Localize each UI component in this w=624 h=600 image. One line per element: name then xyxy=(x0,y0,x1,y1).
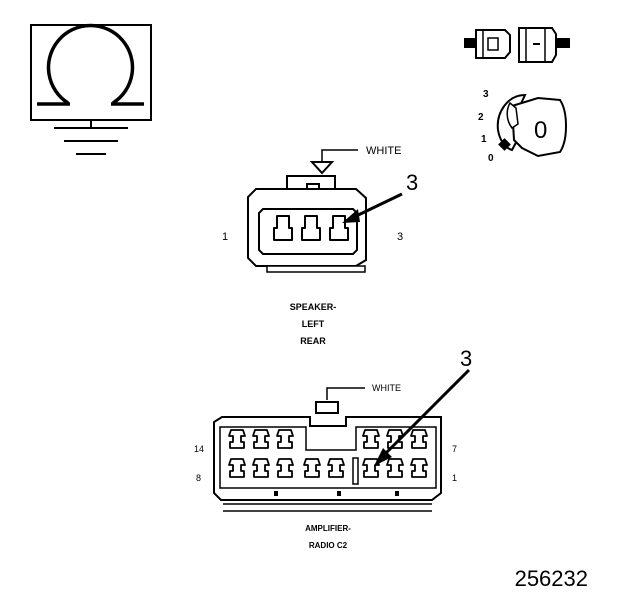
ignition-key-icon: 3 2 1 0 0 xyxy=(478,89,567,164)
speaker-connector: WHITE 3 1 3 SPEAKER- LEFT REAR xyxy=(222,145,418,346)
speaker-color-label: WHITE xyxy=(366,145,401,157)
speaker-cavity-1 xyxy=(273,215,293,241)
speaker-pin-left: 1 xyxy=(222,231,228,243)
speaker-name-line1: SPEAKER- xyxy=(290,302,337,312)
headphone-ground-symbol xyxy=(30,23,152,155)
key-position-1: 1 xyxy=(481,134,487,145)
speaker-pin-right: 3 xyxy=(397,231,403,243)
amplifier-connector: WHITE 3 14 7 8 1 AMPLIFIER xyxy=(194,346,472,550)
key-position-3: 3 xyxy=(483,89,489,100)
key-current-position: 0 xyxy=(534,117,547,144)
speaker-cavity-3 xyxy=(329,215,349,241)
speaker-cavity-2 xyxy=(301,215,321,241)
amplifier-pin-bottom-right: 1 xyxy=(452,473,457,483)
key-position-0: 0 xyxy=(488,153,494,164)
amplifier-callout-number: 3 xyxy=(460,346,472,371)
speaker-name-line2: LEFT xyxy=(302,319,325,329)
key-position-2: 2 xyxy=(478,112,484,123)
amplifier-pin-top-right: 7 xyxy=(452,444,457,454)
amplifier-name-line1: AMPLIFIER- xyxy=(305,524,351,533)
amplifier-color-label: WHITE xyxy=(372,383,401,393)
connector-plug-icon xyxy=(464,27,570,63)
amplifier-name-line2: RADIO C2 xyxy=(309,541,348,550)
speaker-callout-number: 3 xyxy=(406,170,418,195)
figure-number: 256232 xyxy=(515,566,588,591)
amplifier-pin-top-left: 14 xyxy=(194,444,204,454)
amplifier-pin-bottom-left: 8 xyxy=(196,473,201,483)
speaker-name-line3: REAR xyxy=(300,336,326,346)
